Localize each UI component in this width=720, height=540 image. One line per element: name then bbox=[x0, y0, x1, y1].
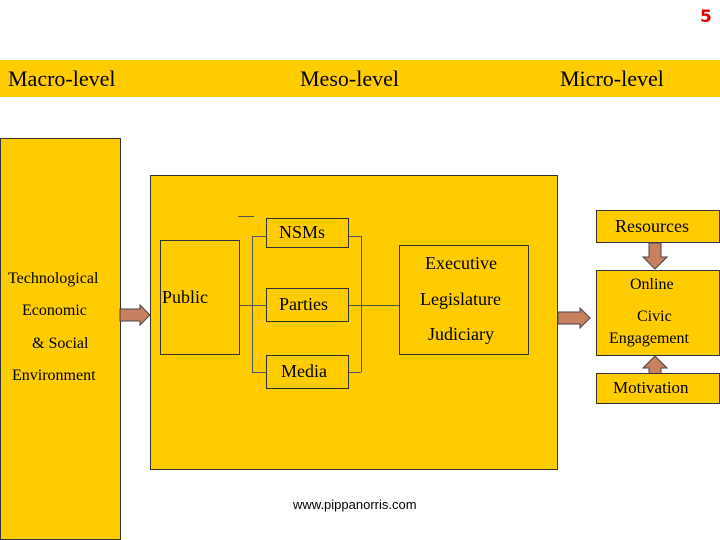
page-number: 5 bbox=[700, 7, 712, 27]
meso-institutions-box bbox=[150, 175, 558, 470]
meso-to-micro-arrow-icon bbox=[557, 306, 591, 330]
nsms-label: NSMs bbox=[279, 222, 326, 242]
motivation-box bbox=[596, 373, 720, 404]
media-label: Media bbox=[281, 361, 327, 381]
public-label: Public bbox=[162, 287, 209, 307]
engagement-label: Engagement bbox=[609, 330, 689, 347]
macro-social: & Social bbox=[32, 335, 89, 352]
macro-to-meso-arrow-icon bbox=[119, 303, 151, 327]
media-box bbox=[266, 355, 349, 389]
legislature-label: Legislature bbox=[420, 289, 501, 309]
online-label: Online bbox=[630, 276, 674, 293]
government-box bbox=[399, 245, 529, 355]
macro-level-heading: Macro-level bbox=[8, 66, 116, 91]
connector-line bbox=[252, 305, 266, 306]
nsms-box bbox=[266, 218, 349, 248]
parties-label: Parties bbox=[279, 294, 328, 314]
parties-box bbox=[266, 288, 349, 322]
header-band bbox=[0, 60, 720, 97]
macro-economic: Economic bbox=[22, 302, 87, 319]
connector-line bbox=[361, 236, 362, 372]
resources-label: Resources bbox=[615, 216, 689, 236]
connector-line bbox=[252, 236, 266, 237]
public-box bbox=[160, 240, 240, 355]
meso-level-heading: Meso-level bbox=[300, 66, 399, 91]
connector-line bbox=[349, 236, 361, 237]
connector-line bbox=[252, 372, 266, 373]
macro-technological: Technological bbox=[8, 270, 99, 287]
footer-url[interactable]: www.pippanorris.com bbox=[293, 497, 417, 512]
connector-line bbox=[240, 305, 252, 306]
motivation-label: Motivation bbox=[613, 378, 689, 397]
macro-environment: Environment bbox=[12, 367, 96, 384]
civic-engagement-box bbox=[596, 270, 720, 356]
connector-line bbox=[361, 305, 399, 306]
connector-line bbox=[349, 372, 361, 373]
micro-level-heading: Micro-level bbox=[560, 66, 664, 91]
executive-label: Executive bbox=[425, 253, 497, 273]
connector-line bbox=[349, 305, 361, 306]
connector-line bbox=[238, 216, 254, 217]
macro-environment-box bbox=[0, 138, 121, 540]
judiciary-label: Judiciary bbox=[428, 324, 494, 344]
resources-down-arrow-icon bbox=[641, 242, 669, 270]
civic-label: Civic bbox=[637, 308, 672, 325]
connector-line bbox=[252, 236, 253, 372]
